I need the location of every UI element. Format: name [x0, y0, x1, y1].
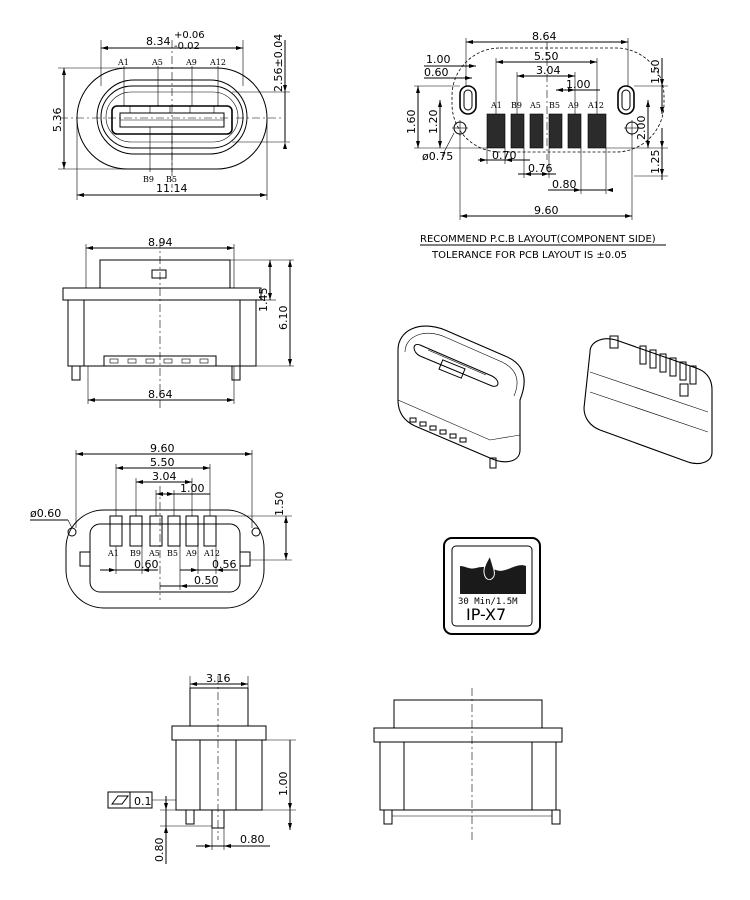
bottom-dim-056: 0.56: [212, 558, 237, 571]
bottom-dim-150: 1.50: [273, 492, 286, 517]
top-pin-a1: A1: [117, 58, 129, 67]
bottom-dim-100: 1.00: [180, 482, 205, 495]
pcb-pin-a9: A9: [567, 101, 579, 110]
side-dim-bottom: 8.64: [148, 388, 173, 401]
pcb-pin-a5: A5: [529, 101, 541, 110]
pcb-pad: [567, 113, 582, 149]
pcb-dim-060-slot: 0.60: [424, 66, 449, 79]
pcb-pad: [587, 113, 607, 149]
bottom-dim-960: 9.60: [150, 442, 175, 455]
pcb-dim-080: 0.80: [552, 178, 577, 191]
iso-view-back: [583, 335, 713, 465]
bottom-dim-060: 0.60: [134, 558, 159, 571]
bottom-pin-a1: A1: [107, 549, 119, 558]
bottom-dim-550: 5.50: [150, 456, 175, 469]
pcb-layout: A1 B9 A5 B5 A9 A12 8.64 1.00 0.60 5.50 3…: [405, 30, 668, 261]
flatness-icon: [111, 795, 129, 805]
bottom-dim-050: 0.50: [194, 574, 219, 587]
iso-back-pins: [639, 345, 697, 385]
side-view: 8.94 8.64 1.45 6.10: [62, 236, 294, 408]
water-drop-icon: [483, 554, 495, 581]
iso-front-pins: [409, 417, 467, 443]
side-dim-flange: 1.45: [257, 288, 270, 313]
top-dim-height-right: 2.56±0.04: [272, 34, 285, 92]
pcb-pad: [486, 113, 506, 149]
pcb-dim-200: 2.00: [635, 116, 648, 141]
side-dim-top: 8.94: [148, 236, 173, 249]
front-view: 3.16 1.00 0.1 0.80 0.80: [107, 672, 296, 864]
bottom-contacts: [109, 515, 217, 547]
front-dim-height: 1.00: [277, 772, 290, 797]
top-dim-width: 8.34: [146, 35, 171, 48]
top-dim-tol-plus: +0.06: [174, 30, 205, 41]
pcb-caption: RECOMMEND P.C.B LAYOUT(COMPONENT SIDE): [420, 234, 656, 245]
bottom-pin-a5: A5: [148, 549, 160, 558]
pcb-pin-b9: B9: [511, 101, 522, 110]
bottom-pin-b9: B9: [130, 549, 141, 558]
side-view-right: [373, 688, 563, 840]
pcb-pin-b5: B5: [549, 101, 560, 110]
pcb-dim-960: 9.60: [534, 204, 559, 217]
side-dim-height: 6.10: [277, 306, 290, 331]
top-pin-a5: A5: [151, 58, 163, 67]
top-dim-width-bottom: 11.14: [156, 182, 188, 195]
pcb-dim-864: 8.64: [532, 30, 557, 43]
bottom-pin-b5: B5: [167, 549, 178, 558]
bottom-pin-a12: A12: [203, 549, 220, 558]
pcb-pad: [510, 113, 525, 149]
bottom-view: A1 B9 A5 B5 A9 A12 9.60 5.50 3.04 1.00: [30, 442, 292, 609]
bottom-dim-hole: ø0.60: [30, 507, 61, 520]
ip-rating: IP-X7: [466, 605, 506, 624]
top-pin-a9: A9: [185, 58, 197, 67]
top-dim-height-left: 5.36: [51, 108, 64, 133]
top-dim-tol-minus: -0.02: [174, 41, 200, 52]
front-flatness: 0.1: [134, 795, 152, 808]
pcb-dim-125: 1.25: [649, 150, 662, 175]
top-pin-b9: B9: [143, 175, 154, 184]
iso-view-front: [397, 325, 525, 469]
pcb-dim-100-pitch: 1.00: [566, 78, 591, 91]
bottom-dim-304: 3.04: [152, 470, 177, 483]
ip-spec: 30 Min/1.5M: [458, 597, 518, 607]
top-view: A1 A5 A9 A12 B9 B5 8.34 +0.06 -0.02 2.56…: [51, 30, 290, 200]
top-contacts: [129, 106, 215, 134]
pcb-pad: [529, 113, 544, 149]
pcb-dim-550: 5.50: [534, 50, 559, 63]
top-pin-b5: B5: [166, 175, 177, 184]
front-dim-pin-w: 0.80: [240, 833, 265, 846]
pcb-dim-070: 0.70: [492, 149, 517, 162]
pcb-dim-160: 1.60: [405, 110, 418, 135]
pcb-dim-150: 1.50: [649, 60, 662, 85]
front-dim-top: 3.16: [206, 672, 231, 685]
pcb-dim-120-left: 1.20: [427, 110, 440, 135]
front-dim-pin-h: 0.80: [153, 838, 166, 863]
pcb-pad: [548, 113, 563, 149]
pcb-dim-100-slot: 1.00: [426, 53, 451, 66]
top-pin-a12: A12: [209, 58, 226, 67]
ip-rating-badge: 30 Min/1.5M IP-X7: [443, 537, 541, 635]
water-wave-icon: [460, 565, 526, 594]
pcb-dim-hole: ø0.75: [422, 150, 453, 163]
bottom-pin-a9: A9: [185, 549, 197, 558]
pcb-pin-a12: A12: [587, 101, 604, 110]
pcb-dim-304: 3.04: [536, 64, 561, 77]
pcb-dim-076: 0.76: [528, 162, 553, 175]
pcb-tolerance: TOLERANCE FOR PCB LAYOUT IS ±0.05: [431, 250, 627, 261]
